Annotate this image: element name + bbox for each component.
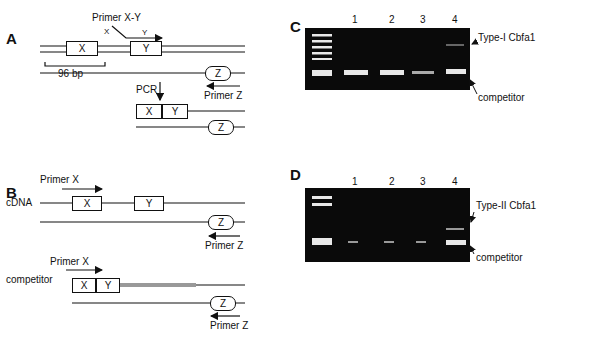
figure-label: Primer Z [205,240,243,252]
exon-letter: Z [220,298,226,309]
figure-label: 2 [389,14,395,26]
exon-box: Y [96,278,120,293]
exon-box: X [136,104,162,119]
exon-letter: Y [143,43,150,54]
figure-label: Primer X-Y [92,12,141,24]
exon-letter: Z [218,122,224,133]
exon-letter: Y [105,280,112,291]
figure-label: 4 [452,14,458,26]
exon-loop: Z [210,296,236,311]
figure-label: Primer X [50,256,89,268]
panel-letter: C [290,18,301,35]
figure-label: Type-II Cbfa1 [476,200,536,212]
exon-letter: X [84,198,91,209]
figure-label: cDNA [6,197,32,209]
figure-label: X [104,27,109,36]
figure-label: 96 bp [58,68,83,80]
panel-letter: A [6,30,17,47]
exon-loop: Z [205,66,231,81]
figure-label: Primer Z [210,320,248,332]
exon-letter: Z [215,68,221,79]
exon-loop: Z [208,120,234,135]
exon-box: X [72,278,96,293]
figure-label: 4 [452,176,458,188]
figure-label: Y [142,28,147,37]
panel-letter: D [290,166,301,183]
exon-letter: Z [218,217,224,228]
exon-box: Y [162,104,188,119]
figure-label: Type-I Cbfa1 [478,32,535,44]
exon-box: Y [130,41,162,56]
figure-label: 3 [420,14,426,26]
figure-label: competitor [6,274,53,286]
exon-letter: X [146,106,153,117]
exon-letter: Y [172,106,179,117]
figure-label: competitor [476,252,523,264]
figure-label: Primer X [40,174,79,186]
figure-label: competitor [478,92,525,104]
exon-letter: X [81,280,88,291]
exon-box: X [66,41,98,56]
figure-label: 1 [352,176,358,188]
exon-loop: Z [208,215,234,230]
exon-letter: X [79,43,86,54]
figure-label: 2 [389,176,395,188]
figure-label: 3 [420,176,426,188]
figure-label: PCR [136,84,157,96]
exon-letter: Y [146,198,153,209]
exon-box: Y [134,196,164,211]
exon-box: X [72,196,102,211]
figure-label: 1 [352,14,358,26]
figure-label: Primer Z [204,90,242,102]
